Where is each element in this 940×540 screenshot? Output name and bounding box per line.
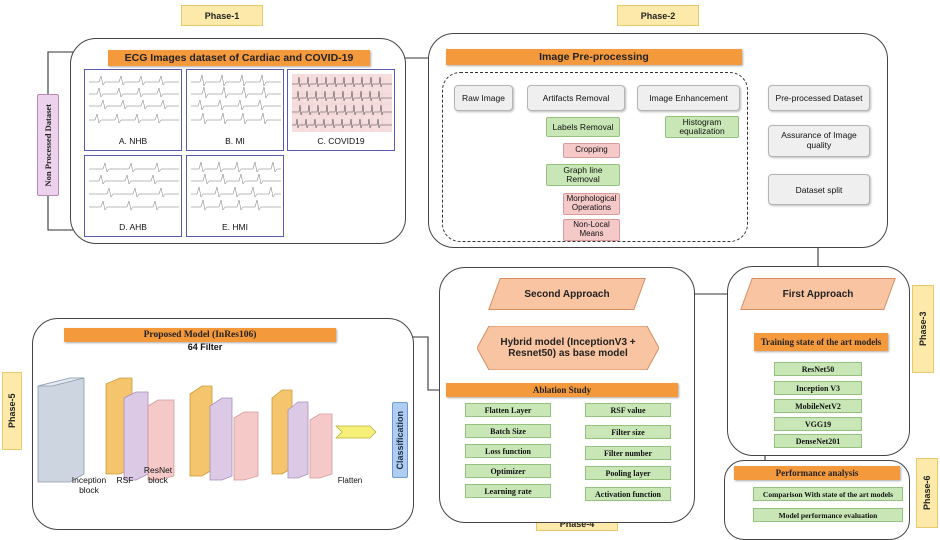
raw-image-box: Raw Image [454,85,513,111]
preprocessed-dataset-box: Pre-processed Dataset [768,85,870,111]
rsf-label: RSF [116,475,134,485]
ecg-caption-mi: B. MI [225,136,245,146]
ablation-filter-size: Filter size [585,425,671,439]
preprocessing-steps-group [442,72,748,242]
model-mobilenetv2: MobileNetV2 [774,399,862,413]
model-resnet50: ResNet50 [774,362,862,376]
ecg-waveform-mi [191,74,281,125]
ecg-image-hmi: E. HMI [186,155,284,237]
hybrid-model-shape [477,326,659,370]
phase-1-tag: Phase-1 [181,5,263,26]
resnet-block-label: ResNet block [143,465,173,485]
ecg-caption-hmi: E. HMI [222,222,248,232]
ablation-batch-size: Batch Size [465,424,551,438]
ablation-pooling-layer: Pooling layer [585,466,671,480]
ablation-learning-rate: Learning rate [465,484,551,498]
ecg-image-ahb: D. AHB [84,155,182,237]
non-processed-dataset-label: Non Processed Dataset [37,94,59,196]
ecg-waveform-hmi [191,161,281,211]
phase-1-title: ECG Images dataset of Cardiac and COVID-… [108,50,370,66]
performance-evaluation-item: Model performance evaluation [753,508,903,522]
phase-2-title: Image Pre-processing [446,49,742,65]
ecg-image-nhb: A. NHB [84,69,182,151]
model-vgg19: VGG19 [774,417,862,431]
filter-count-label: 64 Filter [187,342,223,352]
ablation-study-title: Ablation Study [446,383,678,397]
classification-box: Classification [392,402,408,478]
model-inception-v3: Inception V3 [774,381,862,395]
performance-analysis-title: Performance analysis [734,466,900,480]
morphological-operations-box: Morphological Operations [563,193,620,215]
phase-5-tag: Phase-5 [2,372,22,450]
assurance-image-quality-box: Assurance of Image quality [768,125,870,157]
ecg-caption-nhb: A. NHB [118,136,148,146]
ablation-rsf-value: RSF value [585,403,671,417]
ecg-waveform-ahb [89,162,179,211]
flatten-label: Flatten [337,476,363,485]
first-approach-label: First Approach [782,288,854,300]
proposed-model-title: Proposed Model (InRes106) [64,328,336,342]
labels-removal-box: Labels Removal [546,117,620,137]
graph-line-removal-box: Graph line Removal [546,164,620,186]
non-processed-dataset-text: Non Processed Dataset [43,103,53,187]
artifacts-removal-box: Artifacts Removal [527,85,625,111]
hybrid-model-label: Hybrid model (InceptionV3 + Resnet50) as… [500,336,636,360]
performance-comparison-item: Comparison With state of the art models [753,487,903,501]
ablation-filter-number: Filter number [585,446,671,460]
second-approach-label: Second Approach [524,288,610,300]
inception-block-label: Inception block [71,475,107,495]
histogram-equalization-box: Histogram equalization [665,116,739,138]
ablation-flatten-layer: Flatten Layer [465,403,551,417]
network-architecture-drawing [37,377,377,483]
phase-2-tag: Phase-2 [617,5,699,26]
dataset-split-box: Dataset split [768,174,870,205]
ecg-caption-covid19: C. COVID19 [317,136,365,146]
ecg-image-covid19: C. COVID19 [287,69,395,151]
training-title: Training state of the art models [754,333,888,351]
image-enhancement-box: Image Enhancement [637,85,740,111]
ablation-optimizer: Optimizer [465,464,551,478]
phase-3-tag: Phase-3 [912,285,934,373]
ecg-image-mi: B. MI [186,69,284,151]
model-densenet201: DenseNet201 [774,434,862,448]
ecg-waveform-nhb [89,75,179,124]
ablation-activation-function: Activation function [585,487,671,501]
cropping-box: Cropping [563,143,620,158]
ecg-waveform-covid19 [292,74,392,132]
non-local-means-box: Non-Local Means [563,219,620,241]
classification-label: Classification [395,410,405,470]
ecg-caption-ahb: D. AHB [119,222,147,232]
ablation-loss-function: Loss function [465,444,551,458]
phase-6-tag: Phase-6 [916,458,938,528]
